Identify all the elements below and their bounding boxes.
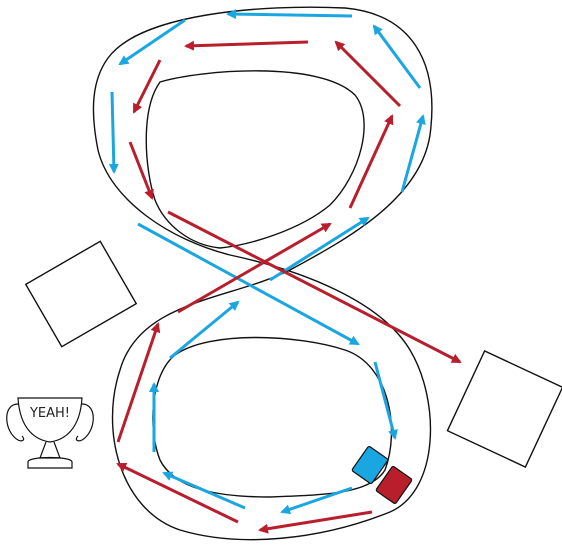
red-arrow bbox=[116, 322, 161, 443]
blue-arrow bbox=[108, 91, 119, 174]
trophy-cup bbox=[17, 397, 83, 443]
blue-arrow bbox=[400, 114, 426, 193]
trophy-icon: YEAH! bbox=[6, 397, 94, 469]
trophy-base bbox=[27, 456, 73, 469]
blue-arrow bbox=[373, 361, 398, 440]
cars bbox=[351, 446, 413, 504]
blank-cards bbox=[24, 240, 562, 468]
track-outer-edge bbox=[92, 6, 433, 541]
blue-arrow bbox=[137, 222, 360, 346]
left-blank-card bbox=[24, 240, 138, 348]
red-arrow bbox=[167, 210, 462, 364]
red-car bbox=[375, 466, 413, 504]
track-inner-edge-top bbox=[145, 70, 365, 249]
red-arrow bbox=[348, 114, 394, 209]
blue-route bbox=[108, 9, 426, 515]
blue-car bbox=[351, 446, 389, 484]
red-arrow bbox=[128, 141, 154, 200]
trophy-handle-left bbox=[6, 403, 25, 442]
red-arrow bbox=[258, 510, 373, 534]
blue-arrow bbox=[226, 9, 353, 20]
blue-arrow bbox=[280, 486, 353, 515]
trophy-stem bbox=[39, 441, 61, 459]
blue-arrow bbox=[118, 18, 186, 66]
red-arrow bbox=[334, 40, 402, 108]
red-arrow bbox=[177, 222, 332, 314]
trophy-handle-right bbox=[75, 403, 94, 442]
blue-arrow bbox=[162, 471, 246, 510]
blue-arrow bbox=[169, 300, 240, 360]
red-arrow bbox=[132, 59, 162, 114]
blue-arrow bbox=[372, 24, 422, 89]
red-arrow bbox=[116, 462, 239, 524]
red-route bbox=[116, 40, 462, 534]
track-inner-edge-bottom bbox=[152, 336, 393, 498]
red-arrow bbox=[184, 40, 309, 51]
right-blank-card bbox=[446, 350, 562, 468]
trophy-text: YEAH! bbox=[29, 406, 70, 421]
blue-arrow bbox=[269, 216, 370, 282]
